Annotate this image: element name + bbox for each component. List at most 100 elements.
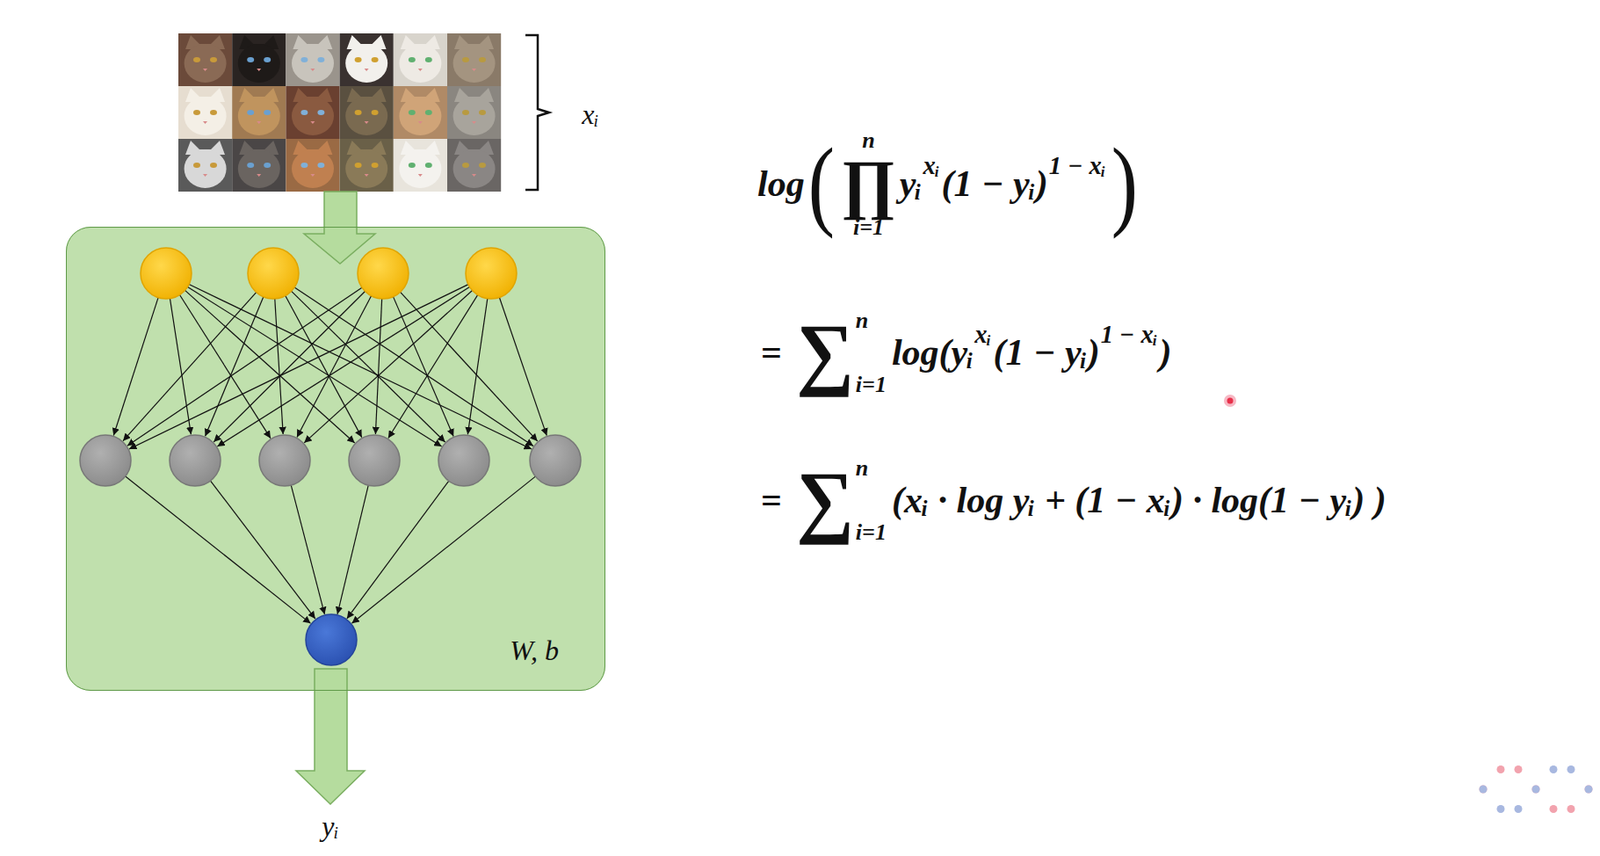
cat-tile xyxy=(285,33,340,87)
equals-sign: = xyxy=(760,478,782,522)
weight-line xyxy=(337,485,369,615)
logo-dot xyxy=(1549,765,1558,774)
input-neuron xyxy=(140,247,192,299)
cat-tile xyxy=(231,33,286,87)
logo-dot xyxy=(1585,785,1593,794)
weight-line xyxy=(188,286,442,447)
cat-tile xyxy=(393,138,448,192)
weight-line xyxy=(188,284,532,449)
weight-line xyxy=(351,476,536,623)
cat-tile xyxy=(231,138,286,192)
math-term: (xᵢ · log yᵢ + (1 − xᵢ) · log(1 − yᵢ) ) xyxy=(891,478,1387,522)
cat-tile xyxy=(447,33,501,87)
cat-tile xyxy=(393,86,448,139)
input-neuron xyxy=(465,247,517,299)
equation: log(n∏i=1yᵢxᵢ(1 − yᵢ)1 − xᵢ) xyxy=(757,128,1141,240)
weight-line xyxy=(400,291,538,442)
math-term: (1 − yᵢ) xyxy=(992,331,1100,374)
logo-dot xyxy=(1497,804,1506,813)
weight-line xyxy=(125,476,312,623)
equation: = ∑n i=1(xᵢ · log yᵢ + (1 − xᵢ) · log(1 − … xyxy=(760,456,1387,545)
weight-line xyxy=(285,296,362,438)
cursor-halo xyxy=(1223,394,1237,407)
output-arrow xyxy=(296,668,365,804)
sum-operator: ∑ni=1 xyxy=(796,308,887,398)
upper-limit: n xyxy=(855,308,887,333)
math-term: yᵢ xyxy=(899,162,923,205)
weight-line xyxy=(123,292,257,442)
weight-line xyxy=(180,294,271,438)
exponent: xᵢ xyxy=(974,319,992,348)
cat-tile xyxy=(178,138,232,192)
upper-limit: n xyxy=(861,128,875,153)
cat-tile xyxy=(178,33,232,87)
cat-photo-grid xyxy=(178,33,501,192)
logo-dot xyxy=(1479,785,1488,794)
hidden-neuron xyxy=(259,434,311,486)
hidden-neuron xyxy=(438,434,490,486)
cat-tile xyxy=(340,86,394,139)
logo-dot xyxy=(1532,785,1541,794)
logo-dot xyxy=(1549,804,1558,813)
math-term: log xyxy=(757,162,805,205)
limits: n i=1 xyxy=(855,456,887,545)
cat-tile xyxy=(340,138,394,192)
logo-dot xyxy=(1567,765,1576,774)
weight-line xyxy=(275,298,283,435)
logo-dot xyxy=(1514,765,1523,774)
logo-dot xyxy=(1585,785,1593,794)
exponent: 1 − xᵢ xyxy=(1100,319,1159,348)
limits: ni=1 xyxy=(855,308,887,398)
weight-line xyxy=(290,485,325,615)
hidden-neuron xyxy=(348,434,400,486)
cat-tile xyxy=(447,86,501,139)
hidden-neuron xyxy=(79,434,131,486)
weight-line xyxy=(467,298,488,435)
equals-sign: = xyxy=(760,331,782,374)
input-neuron xyxy=(357,247,409,299)
hidden-neuron xyxy=(529,434,581,486)
upper-limit: n xyxy=(855,456,887,480)
weight-line xyxy=(217,286,470,446)
input-neuron xyxy=(247,247,299,299)
weight-line xyxy=(304,289,472,442)
math-term: ) xyxy=(1159,331,1173,374)
math-term: (1 − yᵢ) xyxy=(941,162,1049,205)
cat-tile xyxy=(285,86,340,139)
exponent: 1 − xᵢ xyxy=(1049,151,1107,180)
cat-tile xyxy=(178,86,232,139)
weight-line xyxy=(169,298,191,435)
operator-symbol: ∑ xyxy=(796,459,855,541)
lower-limit: i=1 xyxy=(853,215,884,239)
weight-line xyxy=(375,298,382,435)
product-operator: n∏i=1 xyxy=(840,128,896,240)
weight-line xyxy=(210,480,316,619)
equation: =∑ni=1log(yᵢxᵢ(1 − yᵢ)1 − xᵢ) xyxy=(760,308,1173,398)
hidden-neuron xyxy=(169,434,221,486)
cat-tile xyxy=(393,33,448,87)
model-box: W, b xyxy=(65,226,606,691)
parameter-label: W, b xyxy=(509,634,559,667)
logo-dot xyxy=(1514,804,1523,813)
exponent: xᵢ xyxy=(922,151,940,180)
cat-tile xyxy=(231,86,286,139)
big-paren: ( xyxy=(807,133,834,233)
weight-line xyxy=(347,480,449,619)
big-paren: ) xyxy=(1110,133,1137,233)
box-fill xyxy=(65,226,606,691)
bracket xyxy=(525,35,550,190)
output-label: yᵢ xyxy=(321,810,339,843)
logo-dot xyxy=(1479,785,1488,794)
network xyxy=(79,247,581,666)
weight-line xyxy=(213,290,365,442)
cursor-dot xyxy=(1227,398,1234,405)
logo-dot xyxy=(1532,785,1541,794)
lower-limit: i=1 xyxy=(855,520,887,544)
sum-operator: ∑n i=1 xyxy=(796,456,887,545)
input-label: xᵢ xyxy=(581,98,599,131)
weight-line xyxy=(129,284,469,449)
input-arrow xyxy=(304,191,376,264)
weight-line xyxy=(499,296,547,435)
